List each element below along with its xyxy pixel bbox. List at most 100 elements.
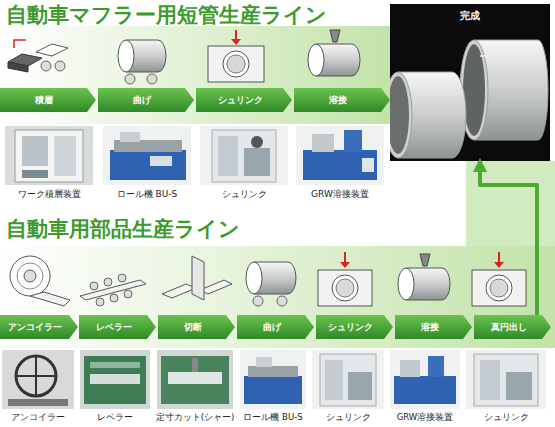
machine-photo — [325, 360, 343, 400]
step-label: 溶接 — [329, 94, 347, 106]
process-arrow: 溶接 — [294, 88, 390, 112]
sheet-icon — [30, 292, 70, 306]
sheet-icon — [8, 62, 28, 72]
sheet-icon — [200, 280, 232, 294]
process-arrow: 溶接 — [395, 315, 472, 339]
process-arrow: シュリンク — [316, 315, 393, 339]
coil-icon — [24, 270, 36, 282]
line-band: 自動車マフラー用短管生産ライン積層 曲げ シュリンク 溶接 — [0, 0, 392, 124]
tube-icon — [398, 268, 414, 300]
arrow-shape — [0, 88, 96, 112]
photo-caption: 定寸カット(シャー) — [156, 412, 235, 423]
machine-photo — [218, 136, 238, 176]
process-arrow: シュリンク — [196, 88, 292, 112]
roller-icon — [90, 282, 98, 290]
result-label: 完成 — [390, 9, 550, 22]
arrow-shape — [196, 88, 292, 112]
roller-icon — [277, 296, 287, 306]
step-label: シュリンク — [328, 321, 373, 333]
photo-caption: ロール機 BU-S — [243, 412, 302, 423]
machine-photo — [15, 130, 83, 182]
die-icon — [472, 270, 526, 306]
tube-icon — [308, 44, 324, 76]
flow-arrow — [480, 161, 537, 315]
step-label: 曲げ — [263, 321, 281, 333]
torch-icon — [330, 30, 340, 42]
band-heading: 自動車マフラー用短管生産ライン — [6, 2, 327, 28]
line-band-ground — [0, 26, 392, 124]
result-photo — [390, 4, 550, 161]
machine-photo — [16, 375, 56, 377]
machine-photo — [244, 376, 302, 404]
process-arrow: 曲げ — [98, 88, 194, 112]
step-label: 溶接 — [421, 321, 439, 333]
coil-icon — [10, 256, 50, 296]
arrow-shape — [395, 315, 472, 339]
motion-arrow — [14, 40, 26, 48]
machine-photo — [296, 126, 384, 185]
machine-photo — [150, 156, 172, 166]
photo-caption: アンコイラー — [11, 412, 65, 423]
machine-photo — [161, 356, 229, 404]
machine-photo — [394, 376, 456, 404]
process-arrow: 真円出し — [474, 315, 551, 339]
machine-photo — [157, 350, 233, 409]
roller-icon — [125, 74, 135, 84]
machine-photo — [390, 350, 460, 409]
machine-photo — [120, 132, 140, 142]
machine-photo — [251, 136, 263, 148]
die-icon — [318, 270, 372, 306]
process-arrow: 積層 — [0, 88, 96, 112]
photo-caption: ワーク積層装置 — [18, 189, 81, 200]
machine-photo — [400, 360, 420, 377]
tube-icon — [490, 279, 508, 297]
arrow-shape — [158, 315, 235, 339]
photo-caption: シュリンク — [326, 412, 371, 423]
machine-photo — [2, 350, 74, 409]
machine-photo — [16, 356, 56, 396]
roller-icon — [147, 74, 157, 84]
step-label: 積層 — [35, 94, 53, 106]
step-label: 曲げ — [133, 94, 151, 106]
machine-photo — [312, 350, 384, 409]
tube-photo — [390, 72, 412, 158]
coil-icon — [17, 263, 43, 289]
weld-seam — [480, 55, 536, 57]
machine-photo — [200, 126, 288, 185]
machine-photo — [312, 134, 334, 152]
roller-icon — [110, 294, 118, 302]
machine-photo — [8, 399, 68, 406]
press-arrow — [344, 252, 346, 263]
photo-caption: GRW溶接装置 — [397, 412, 454, 423]
press-arrow — [340, 262, 350, 268]
machine-photo — [320, 354, 376, 406]
process-arrow: 切断 — [158, 315, 235, 339]
machine-photo — [103, 126, 191, 185]
roller-icon — [55, 61, 65, 71]
machine-photo — [168, 372, 222, 384]
photo-caption: シュリンク — [222, 189, 267, 200]
photo-caption: シュリンク — [484, 412, 529, 423]
machine-photo — [428, 356, 444, 377]
roller-icon — [124, 290, 132, 298]
step-label: アンコイラー — [8, 321, 62, 333]
machine-photo — [244, 148, 270, 176]
tube-icon — [227, 55, 245, 73]
machine-photo — [348, 372, 372, 400]
machine-photo — [110, 150, 186, 180]
result-photo — [390, 40, 548, 158]
machine-photo — [54, 136, 76, 176]
press-arrow — [494, 262, 504, 268]
arrow-shape — [474, 315, 551, 339]
machine-photo — [90, 362, 140, 368]
photo-caption: ロール機 BU-S — [117, 189, 178, 200]
machine-photo — [344, 130, 362, 152]
machine-photo — [474, 354, 538, 406]
arrow-shape — [79, 315, 156, 339]
process-arrow: レベラー — [79, 315, 156, 339]
arrow-shape — [237, 315, 314, 339]
machine-photo — [303, 150, 377, 180]
roller-icon — [96, 298, 104, 306]
